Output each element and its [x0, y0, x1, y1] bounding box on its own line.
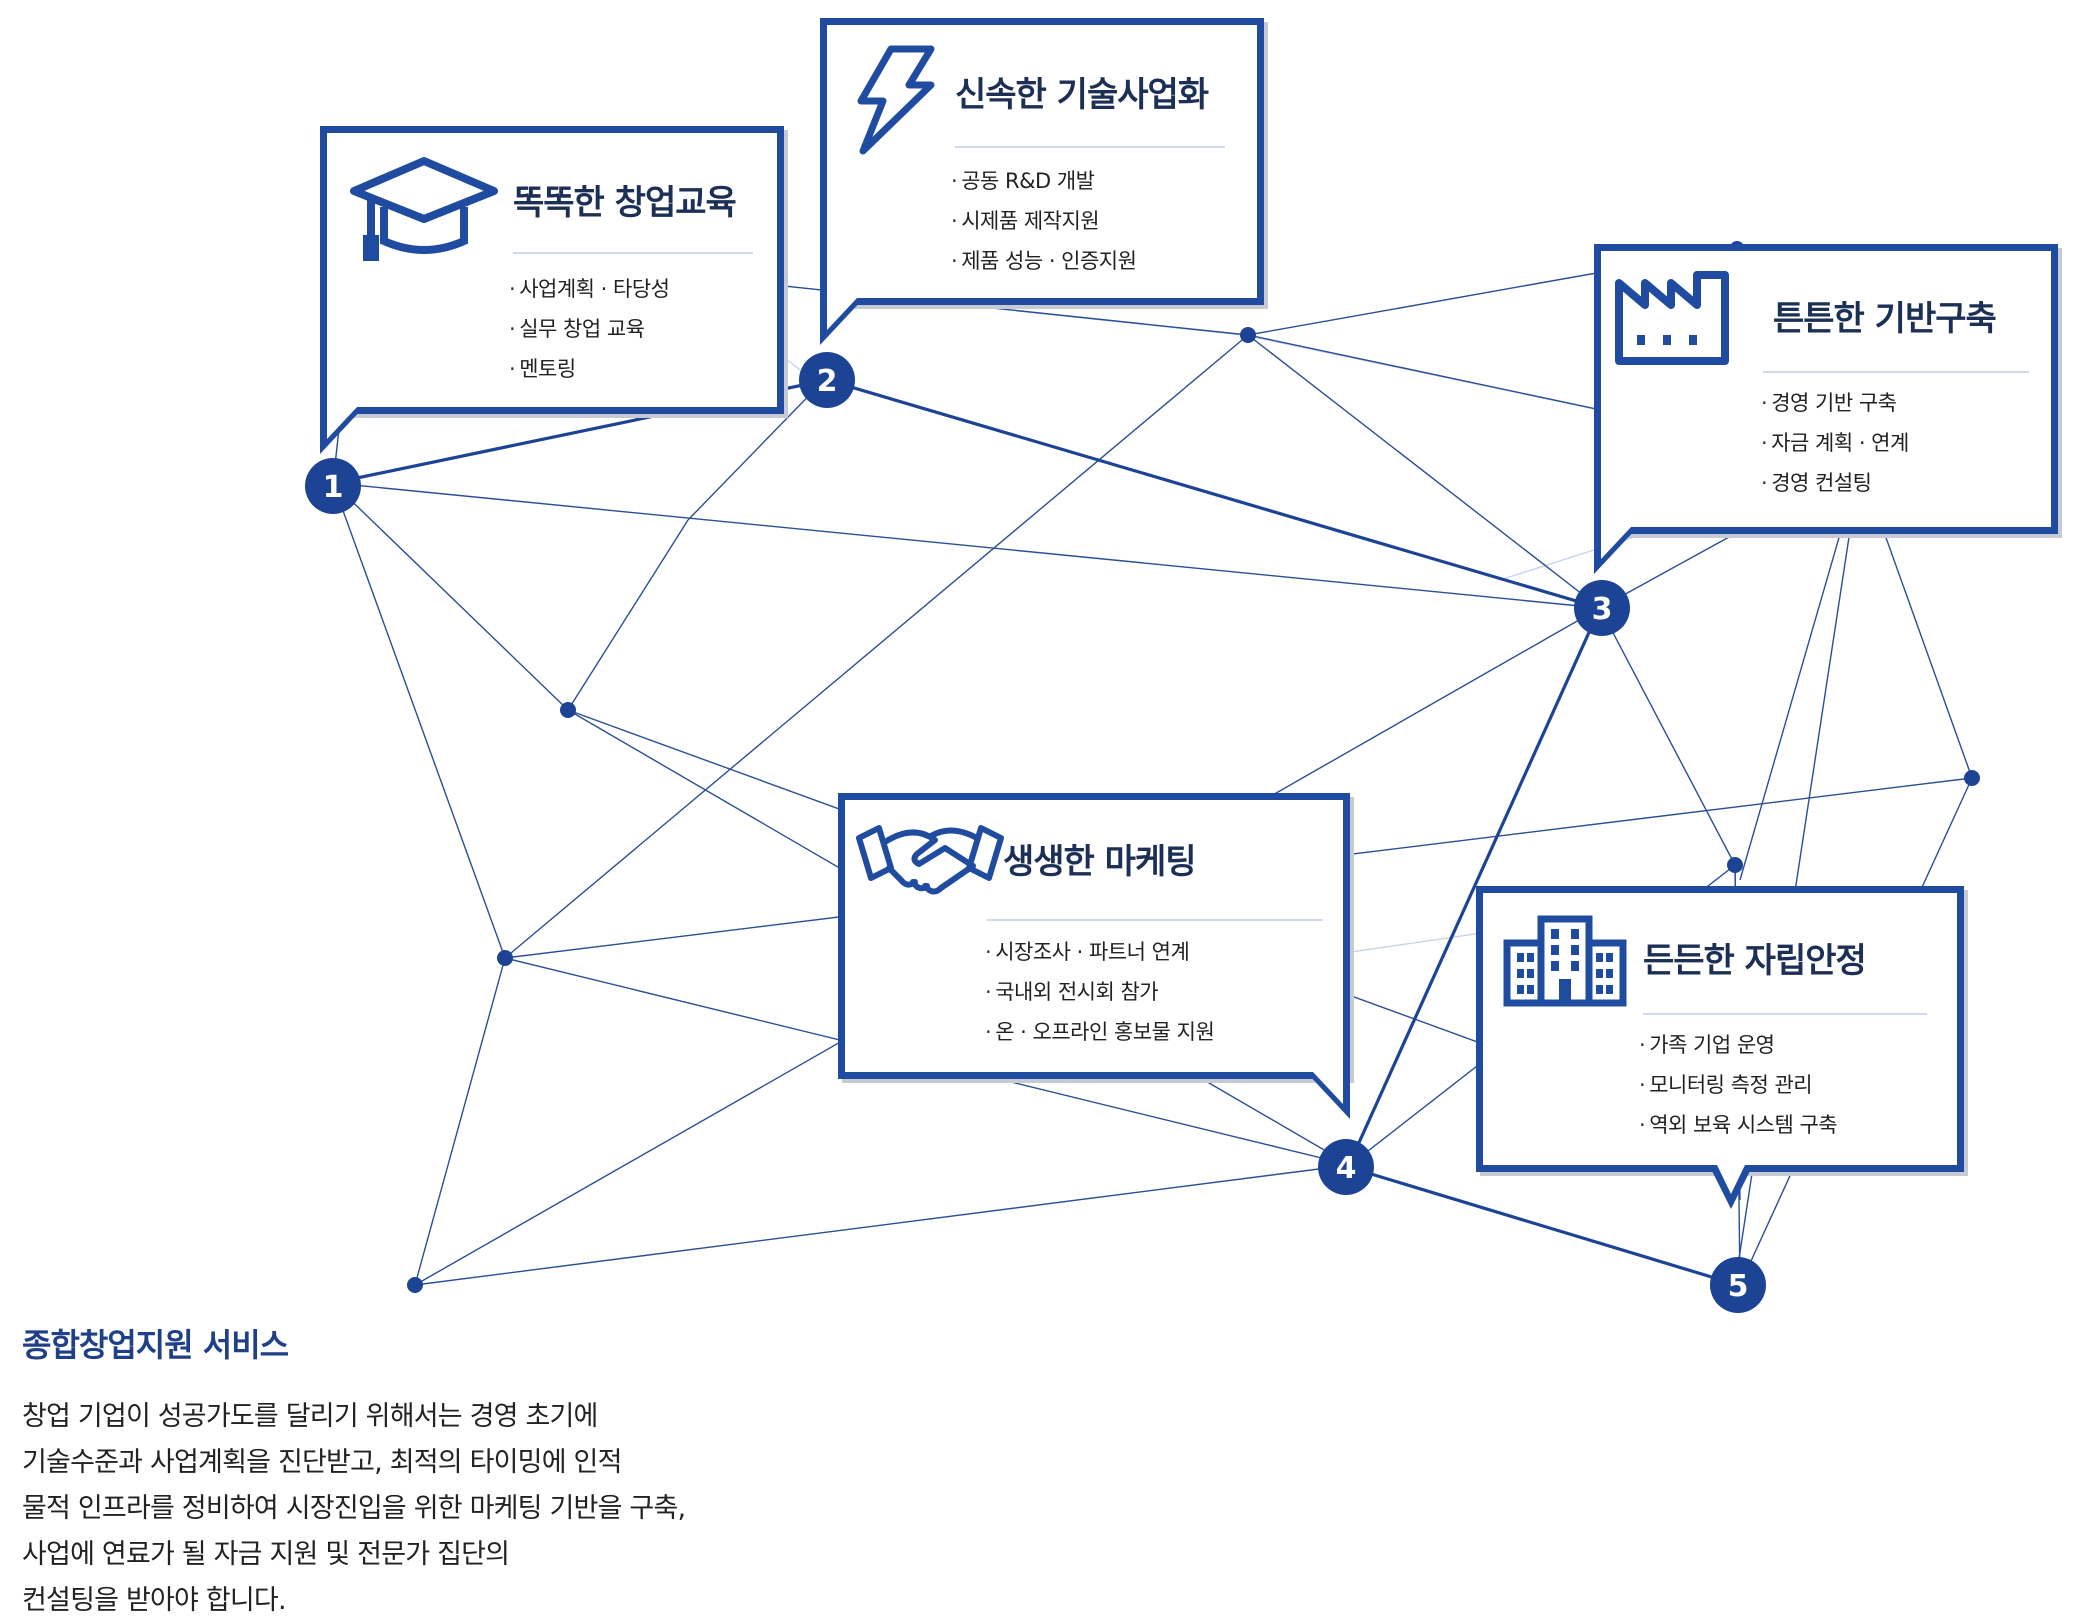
step-badge-4: 4	[1318, 1139, 1374, 1195]
node-dot	[1964, 770, 1980, 786]
intro-title: 종합창업지원 서비스	[22, 1326, 289, 1364]
list-item: 경영 컨설팅	[1761, 463, 1909, 503]
step-badge-number: 4	[1336, 1151, 1357, 1186]
list-item: 제품 성능 · 인증지원	[951, 241, 1137, 281]
list-item: 사업계획 · 타당성	[509, 269, 670, 309]
callout-title: 신속한 기술사업화	[955, 75, 1209, 115]
callout-item-list: 경영 기반 구축 자금 계획 · 연계 경영 컨설팅	[1761, 383, 1909, 503]
list-item: 실무 창업 교육	[509, 309, 669, 349]
step-badges: 1 2 3 4 5	[305, 352, 1766, 1313]
intro-section: 종합창업지원 서비스 창업 기업이 성공가도를 달리기 위해서는 경영 초기에 …	[22, 1320, 922, 1624]
callout-title: 똑똑한 창업교육	[513, 183, 737, 223]
callout-divider	[1643, 1013, 1927, 1015]
edge	[1739, 464, 1861, 881]
list-item: 시장조사 · 파트너 연계	[985, 932, 1214, 972]
step-badge-number: 1	[323, 470, 344, 505]
step-badge-number: 3	[1592, 592, 1613, 627]
intro-line: 사업에 연료가 될 자금 지원 및 전문가 집단의	[22, 1539, 510, 1570]
callout-item-list: 시장조사 · 파트너 연계 국내외 전시회 참가 온 · 오프라인 홍보물 지원	[985, 932, 1215, 1052]
step-badge-2: 2	[799, 352, 855, 408]
step-badge-5: 5	[1710, 1257, 1766, 1313]
edge	[332, 482, 569, 711]
edge	[1247, 334, 1601, 609]
list-item: 국내외 전시회 참가	[985, 972, 1214, 1012]
callout-marketing: 생생한 마케팅 시장조사 · 파트너 연계 국내외 전시회 참가 온 · 오프라…	[838, 793, 1350, 1119]
callout-foundation-building: 튼튼한 기반구축 경영 기반 구축 자금 계획 · 연계 경영 컨설팅	[1594, 244, 2058, 574]
main-path-edge	[1346, 607, 1602, 1168]
intro-line: 기술수준과 사업계획을 진단받고, 최적의 타이밍에 인적	[22, 1447, 622, 1478]
list-item: 가족 기업 운영	[1639, 1025, 1837, 1065]
list-item: 경영 기반 구축	[1761, 383, 1909, 423]
edge	[332, 482, 1601, 609]
intro-body: 창업 기업이 성공가도를 달리기 위해서는 경영 초기에 기술수준과 사업계획을…	[22, 1394, 922, 1624]
node-dot	[560, 702, 576, 718]
node-dot	[407, 1277, 423, 1293]
list-item: 역외 보육 시스템 구축	[1639, 1105, 1837, 1145]
callout-divider	[987, 919, 1323, 921]
intro-line: 물적 인프라를 정비하여 시장진입을 위한 마케팅 기반을 구축,	[22, 1493, 686, 1524]
graduation-cap-icon	[350, 157, 498, 261]
building-icon	[1503, 915, 1627, 1007]
list-item: 멘토링	[509, 349, 669, 389]
edge	[687, 377, 827, 521]
node-dot	[1727, 857, 1743, 873]
node-dot	[1240, 327, 1256, 343]
list-item: 공동 R&D 개발	[951, 161, 1136, 201]
main-path-edge	[826, 378, 1601, 610]
callout-startup-education: 똑똑한 창업교육 사업계획 · 타당성 실무 창업 교육 멘토링	[320, 126, 784, 454]
edge	[504, 334, 1249, 959]
callout-title: 생생한 마케팅	[1003, 842, 1197, 882]
list-item: 자금 계획 · 연계	[1761, 423, 1909, 463]
callout-divider	[513, 252, 753, 254]
step-badge-1: 1	[305, 458, 361, 514]
callout-divider	[955, 146, 1225, 148]
step-badge-number: 2	[817, 364, 838, 399]
list-item: 시제품 제작지원	[951, 201, 1136, 241]
lightning-bolt-icon	[857, 45, 935, 155]
step-badge-3: 3	[1574, 580, 1630, 636]
main-path-edge	[1347, 1165, 1739, 1287]
edge	[1599, 607, 1736, 866]
callout-title: 든든한 자립안정	[1643, 941, 1867, 981]
factory-icon	[1615, 271, 1729, 365]
edge	[567, 519, 689, 711]
node-dot	[497, 950, 513, 966]
callout-item-list: 가족 기업 운영 모니터링 측정 관리 역외 보육 시스템 구축	[1639, 1025, 1837, 1145]
handshake-icon	[856, 825, 1004, 895]
list-item: 온 · 오프라인 홍보물 지원	[985, 1012, 1215, 1052]
callout-self-reliance: 든든한 자립안정 가족 기업 운영 모니터링 측정 관리 역외 보육 시스템 구…	[1476, 886, 1964, 1209]
intro-line: 컨설팅을 받아야 합니다.	[22, 1585, 287, 1616]
edge	[332, 482, 506, 959]
callout-title: 튼튼한 기반구축	[1773, 299, 1997, 339]
edge	[414, 957, 506, 1286]
callout-divider	[1763, 371, 2029, 373]
intro-line: 창업 기업이 성공가도를 달리기 위해서는 경영 초기에	[22, 1401, 598, 1432]
callout-tech-commercialization: 신속한 기술사업화 공동 R&D 개발 시제품 제작지원 제품 성능 · 인증지…	[820, 18, 1264, 345]
edge	[414, 1164, 1351, 1286]
step-badge-number: 5	[1728, 1269, 1749, 1304]
list-item: 모니터링 측정 관리	[1639, 1065, 1837, 1105]
callout-item-list: 공동 R&D 개발 시제품 제작지원 제품 성능 · 인증지원	[951, 161, 1137, 281]
callout-item-list: 사업계획 · 타당성 실무 창업 교육 멘토링	[509, 269, 670, 389]
